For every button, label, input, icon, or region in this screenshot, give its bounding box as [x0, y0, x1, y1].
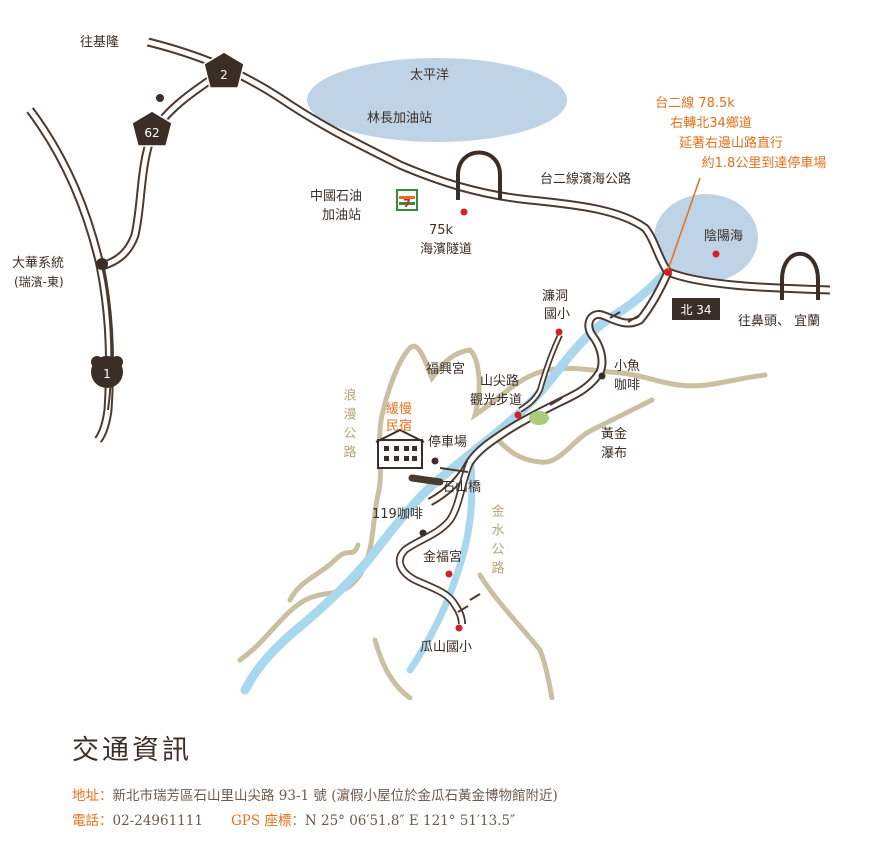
svg-text:約1.8公里到達停車場: 約1.8公里到達停車場 — [702, 155, 827, 171]
poi-dot-tunnel — [460, 208, 468, 216]
convenience-store-icon: 7 — [396, 189, 418, 211]
label-jinshui: 金水公路 — [489, 503, 505, 580]
svg-text:延著右邊山路直行: 延著右邊山路直行 — [679, 135, 783, 151]
label-langman: 浪漫公路 — [341, 388, 357, 464]
label-xiaoyu-1: 小魚 — [614, 359, 640, 374]
label-dahua-2: (瑞濱-東) — [14, 275, 64, 289]
trail-south — [477, 572, 555, 700]
note-leader-line — [667, 177, 701, 271]
label-xiaoyu-2: 咖啡 — [614, 378, 640, 393]
svg-text:1: 1 — [103, 367, 111, 381]
pacific-ocean — [307, 58, 567, 142]
road-route-1-inner — [27, 108, 113, 442]
page-title: 交通資訊 — [72, 735, 192, 766]
poi-dot-jinfu — [445, 570, 453, 578]
gps-value: N 25° 06′51.8″ E 121° 51′13.5″ — [304, 813, 516, 829]
label-coastal-road: 台二線濱海公路 — [540, 171, 631, 187]
label-liandong-2: 國小 — [544, 307, 570, 322]
poi-dot-guashan — [455, 624, 463, 632]
label-75k: 75k — [429, 223, 454, 238]
label-cpc-2: 加油站 — [322, 208, 361, 223]
road-north-34-inner — [428, 270, 671, 505]
svg-text:台二線 78.5k: 台二線 78.5k — [655, 95, 735, 111]
yinyang-sea — [654, 194, 758, 282]
label-liandong-1: 濂洞 — [542, 289, 568, 304]
route-map: 2 62 1 北 34 7 — [12, 35, 831, 700]
poi-dot-xiaoyu — [598, 372, 606, 380]
tunnel-arch-icon — [780, 251, 820, 300]
label-guashan: 瓜山國小 — [420, 640, 472, 655]
poi-dot-119 — [419, 529, 427, 537]
svg-text:北 34: 北 34 — [680, 303, 711, 317]
poi-dot-parking — [431, 457, 439, 465]
poi-dot-yinyang — [712, 250, 720, 258]
label-tunnel: 海濱隧道 — [420, 241, 472, 257]
label-keelung: 往基隆 — [80, 35, 119, 50]
route-62-shield: 62 — [131, 110, 173, 147]
label-trail-1: 山尖路 — [480, 373, 519, 389]
label-yinyang: 陰陽海 — [704, 229, 743, 244]
address-note: (濵假小屋位於金瓜石黃金博物館附近) — [331, 788, 558, 804]
label-linchang: 林長加油站 — [367, 111, 432, 126]
label-huangjin-1: 黃金 — [601, 426, 627, 442]
poi-dot-turnoff — [664, 268, 672, 276]
label-dahua-1: 大華系統 — [12, 256, 64, 271]
poi-dot-trail — [514, 411, 522, 419]
label-119: 119咖啡 — [372, 507, 423, 522]
road-marker-tick-lower — [457, 593, 481, 613]
label-parking: 停車場 — [428, 434, 467, 450]
label-trail-2: 觀光步道 — [470, 393, 522, 408]
svg-text:右轉北34鄉道: 右轉北34鄉道 — [670, 115, 752, 131]
label-minsu-2: 民宿 — [386, 418, 412, 434]
svg-text:7: 7 — [403, 197, 411, 210]
road-marker-tick — [549, 311, 639, 406]
svg-text:2: 2 — [220, 68, 228, 82]
svg-text:62: 62 — [144, 126, 159, 140]
poi-dot-liandong — [555, 328, 563, 336]
direction-note: 台二線 78.5k 右轉北34鄉道 延著右邊山路直行 約1.8公里到達停車場 — [655, 95, 826, 171]
label-jinfu: 金福宮 — [423, 549, 462, 565]
trail-sw — [372, 637, 413, 700]
label-fuxing: 福興宮 — [426, 361, 465, 377]
trail-green-marker — [529, 411, 549, 425]
minsu-building-icon — [375, 428, 425, 469]
road-route-62-inner — [101, 67, 227, 269]
road-route-1-lower — [101, 265, 113, 411]
label-pacific: 太平洋 — [410, 68, 449, 83]
river — [240, 265, 673, 695]
label-minsu-1: 緩慢 — [386, 401, 412, 417]
poi-dot-keelung — [156, 94, 164, 102]
river-branch — [406, 451, 476, 674]
phone-value: 02-24961111 — [112, 813, 203, 829]
address-label: 地址： — [72, 788, 113, 804]
tunnel-arch-icon — [456, 150, 502, 200]
road-parking-link — [439, 467, 469, 473]
gps-label: GPS 座標： — [230, 813, 305, 829]
road-shishan-bridge — [408, 474, 444, 486]
label-shishan: 石山橋 — [442, 480, 481, 495]
route-2-shield: 2 — [203, 51, 245, 89]
label-toward: 往鼻頭、 宜蘭 — [738, 313, 820, 329]
road-jinshui-inner — [397, 461, 473, 625]
phone-line: 電話：02-24961111 GPS 座標：N 25° 06′51.8″ E 12… — [72, 809, 515, 829]
address-value: 新北市瑞芳區石山里山尖路 93-1 號 — [112, 788, 327, 804]
label-cpc-1: 中國石油 — [310, 189, 362, 204]
road-liandong-inner — [519, 334, 562, 412]
trail-west — [287, 542, 361, 603]
phone-label: 電話： — [72, 813, 113, 829]
address-line: 地址：新北市瑞芳區石山里山尖路 93-1 號 (濵假小屋位於金瓜石黃金博物館附近… — [72, 784, 558, 804]
north-34-sign: 北 34 — [672, 298, 720, 320]
route-1-shield: 1 — [91, 356, 123, 388]
poi-dot-dahua — [96, 258, 108, 270]
trail-langman — [495, 397, 655, 465]
label-huangjin-2: 瀑布 — [601, 446, 627, 461]
